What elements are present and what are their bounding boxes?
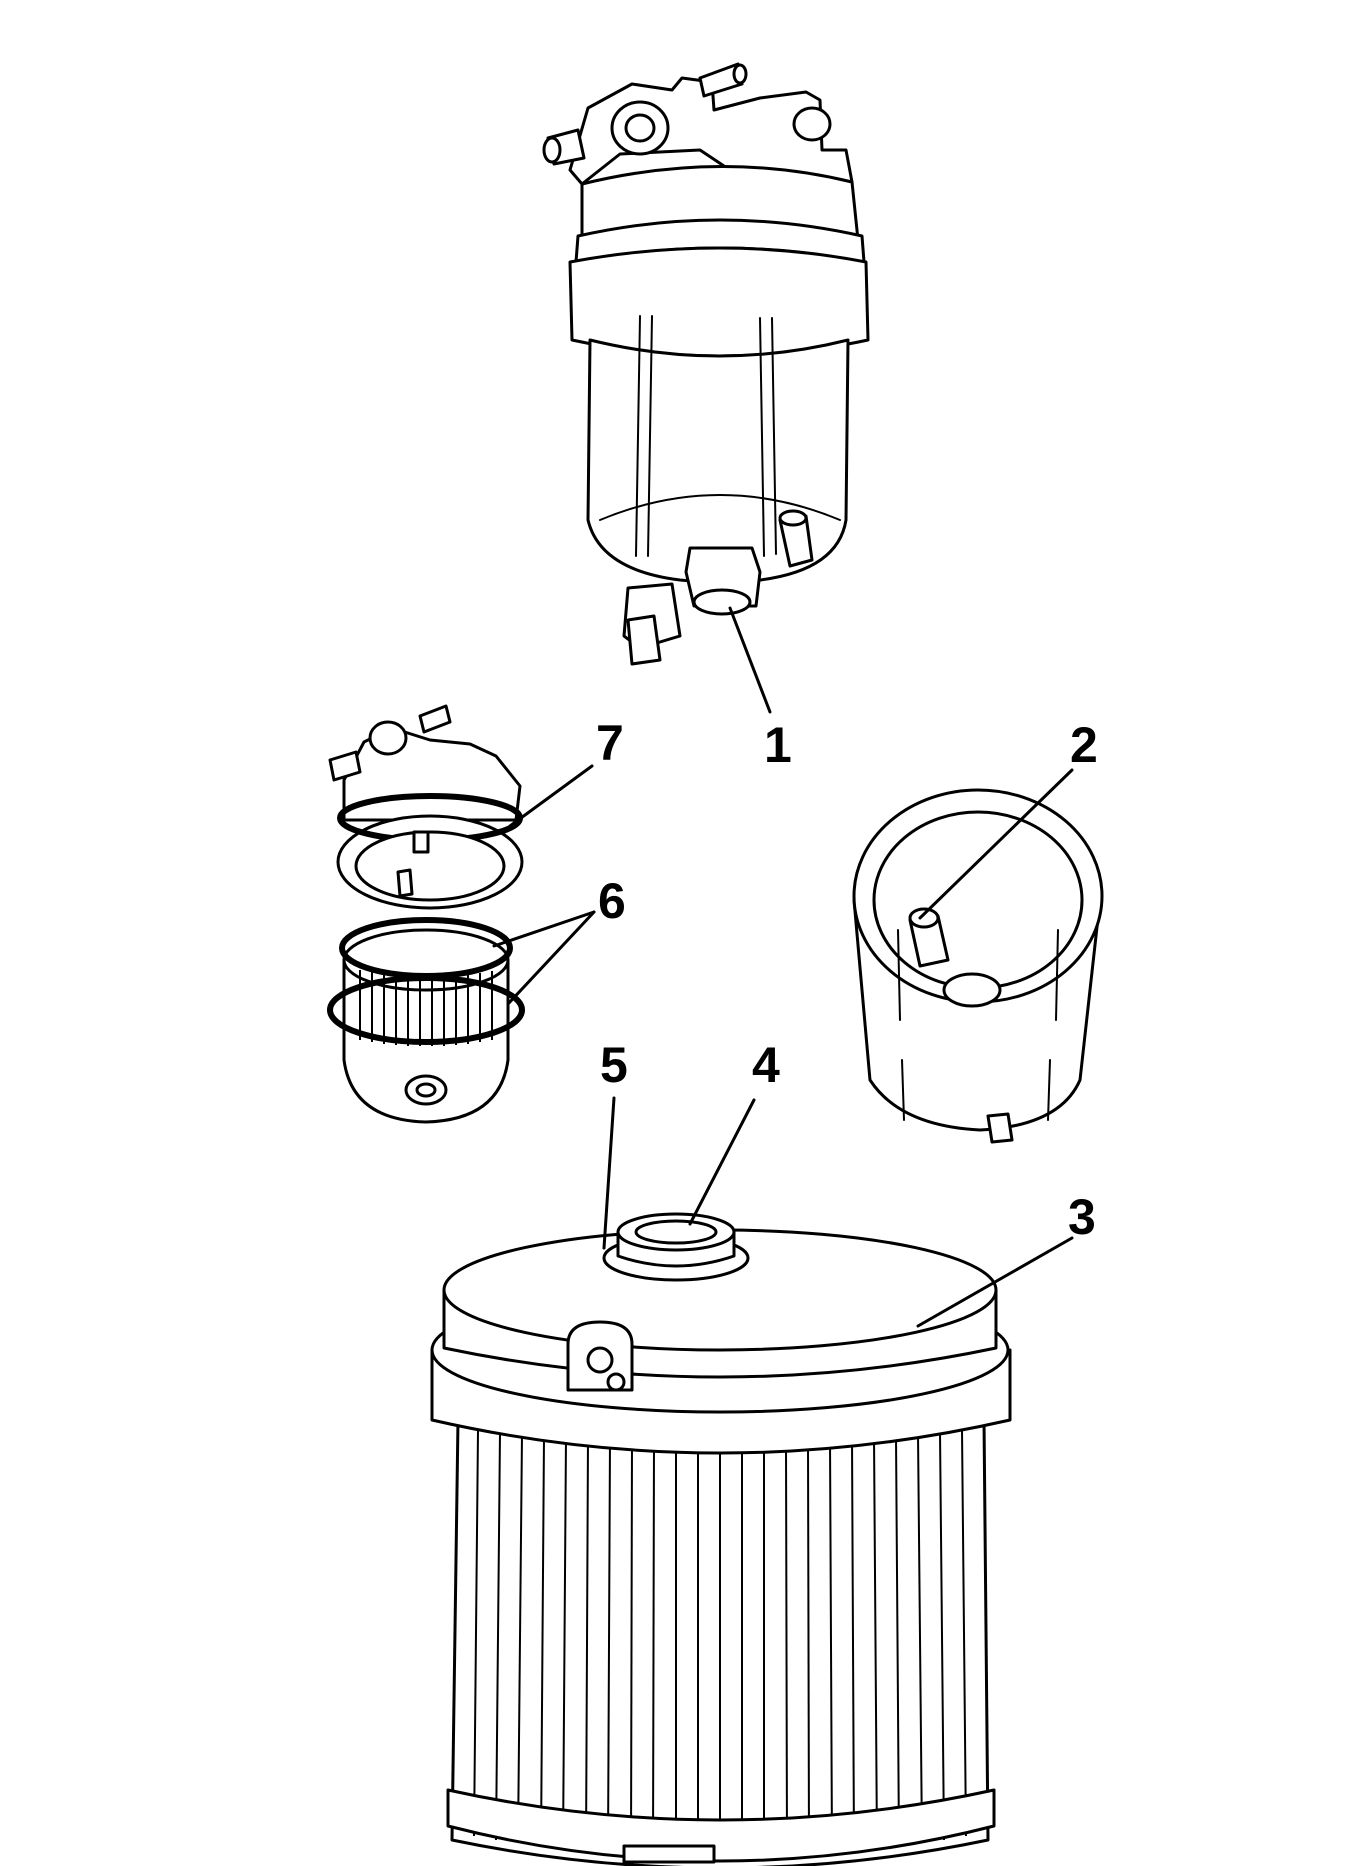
callout-labels: 1 2 3 4 5 6 7 [596, 715, 1098, 1245]
filter-housing-cover [328, 704, 524, 910]
callout-5: 5 [600, 1037, 628, 1093]
filter-bowl [852, 788, 1104, 1144]
leader-line-5 [602, 1096, 616, 1250]
callout-1: 1 [764, 717, 792, 773]
small-filter-element [327, 917, 525, 1124]
callout-7: 7 [596, 715, 624, 771]
callout-2: 2 [1070, 717, 1098, 773]
leader-line-7 [508, 764, 594, 828]
leader-line-2 [918, 768, 1074, 920]
leader-line-3 [916, 1236, 1074, 1328]
leader-line-4 [688, 1098, 756, 1226]
leader-line-6b [506, 910, 596, 1006]
callout-6: 6 [598, 873, 626, 929]
leader-lines [492, 606, 1074, 1328]
fuel-filter-assembly [542, 62, 870, 666]
callout-4: 4 [752, 1037, 780, 1093]
callout-3: 3 [1068, 1189, 1096, 1245]
leader-line-6a [492, 910, 596, 948]
large-filter-element [430, 1212, 1012, 1866]
leader-line-1 [728, 606, 772, 714]
